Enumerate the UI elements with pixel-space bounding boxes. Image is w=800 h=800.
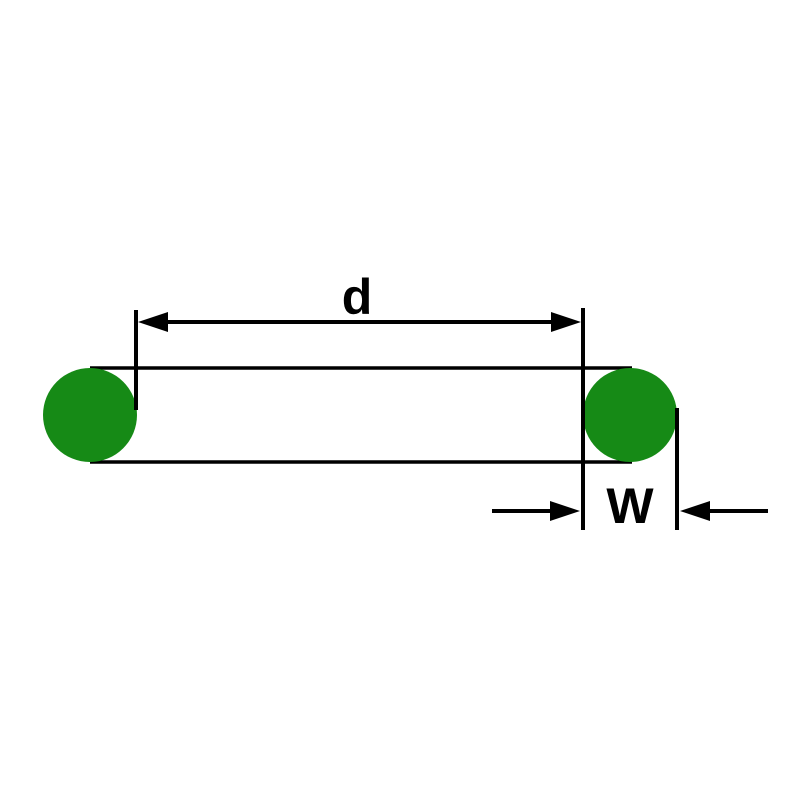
oring-cross-section-left bbox=[43, 368, 137, 462]
w-dimension-label: W bbox=[606, 478, 654, 534]
d-dimension-label: d bbox=[342, 269, 373, 325]
d-arrowhead-left-icon bbox=[138, 312, 168, 332]
w-arrowhead-right-icon bbox=[680, 501, 710, 521]
d-arrowhead-right-icon bbox=[551, 312, 581, 332]
oring-cross-section-right bbox=[583, 368, 677, 462]
w-dimension: W bbox=[492, 478, 768, 534]
d-dimension: d bbox=[138, 269, 581, 332]
w-arrowhead-left-icon bbox=[550, 501, 580, 521]
